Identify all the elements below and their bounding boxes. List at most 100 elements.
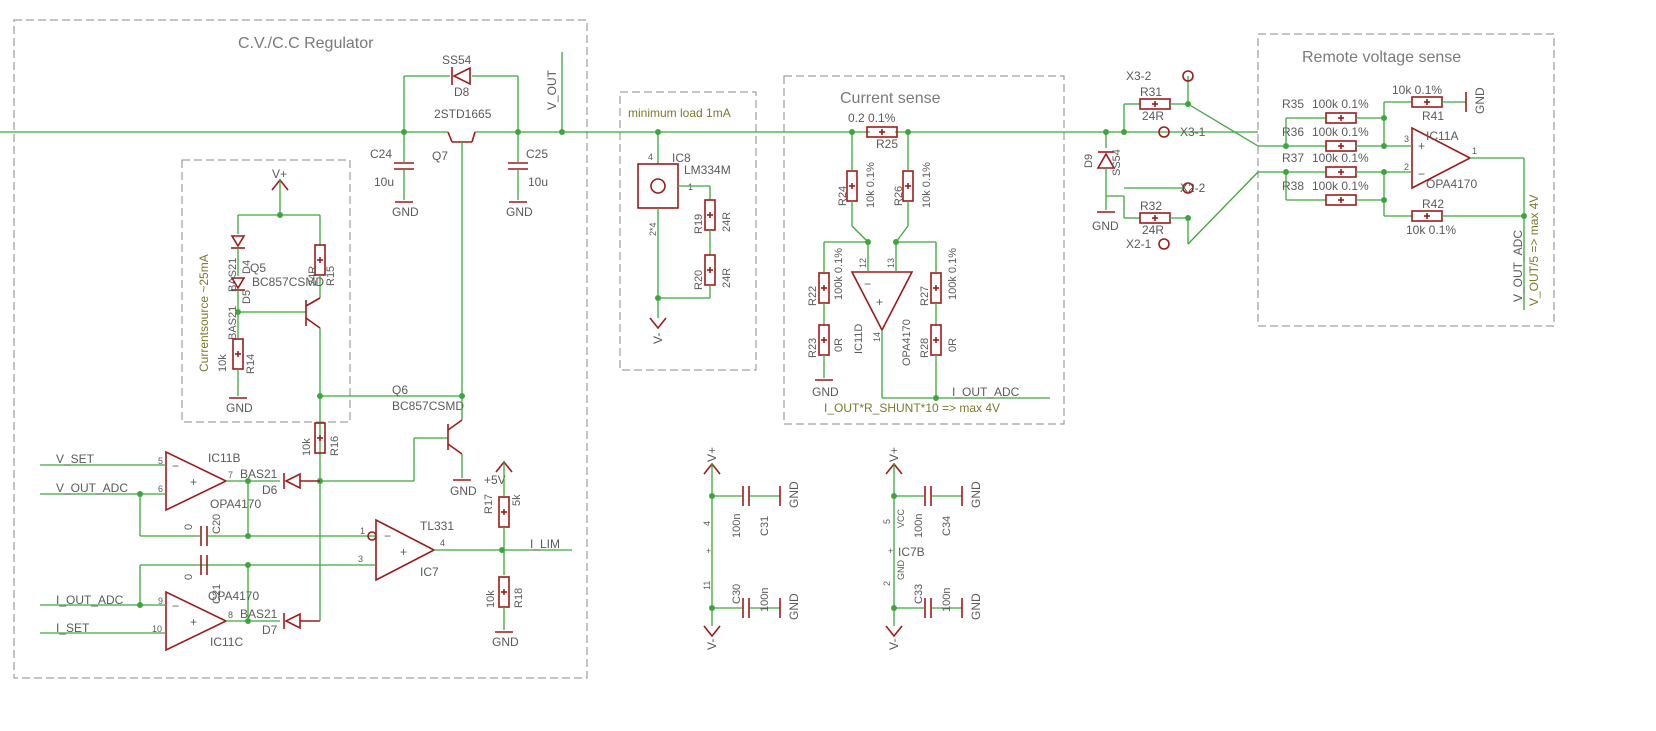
r14-value: 10k (217, 354, 229, 372)
ic8-pin1: 1 (688, 182, 693, 192)
c25-name: C25 (526, 147, 548, 161)
r25-value: 0.2 0.1% (848, 111, 896, 125)
c24-value: 10u (374, 175, 394, 189)
ic11c-pin10: 10 (152, 624, 162, 634)
r23-name: R23 (807, 338, 819, 358)
ic8-pin2: 2*4 (648, 222, 658, 236)
decoupling-left: V+ GND 100n C31 4 + 11 GND C30 100n V- (702, 447, 801, 650)
svg-text:+: + (1418, 139, 1425, 153)
r38-value: 100k 0.1% (1312, 179, 1369, 193)
c21-value: 0 (183, 574, 195, 580)
r35-value: 100k 0.1% (1312, 97, 1369, 111)
x3-2-label: X3-2 (1126, 69, 1152, 83)
q5-vplus: V+ (272, 167, 287, 181)
r22-name: R22 (807, 286, 819, 306)
v-set-label: V_SET (56, 452, 95, 466)
ic11c-pin8: 8 (228, 610, 233, 620)
ic8-pin4: 4 (648, 152, 653, 162)
r41-gnd: GND (1473, 87, 1487, 114)
c31-gnd: GND (787, 481, 801, 508)
regulator-title: C.V./C.C Regulator (238, 35, 374, 52)
v-out-note: V_OUT/5 => max 4V (1527, 195, 1541, 306)
r36-value: 100k 0.1% (1312, 125, 1369, 139)
remote-sense-block: R35 100k 0.1% R36 100k 0.1% R37 100k 0.1… (1258, 83, 1541, 310)
ic11b-opamp: − + IC11B OPA4170 V_SET V_OUT_ADC 5 6 7 (40, 450, 261, 537)
r37-name: R37 (1282, 151, 1304, 165)
ic7-pin3: 3 (358, 554, 363, 564)
r17-name: R17 (483, 494, 495, 514)
svg-text:+: + (400, 545, 407, 559)
r15-value: 24R (307, 266, 319, 286)
d9-name: D9 (1083, 154, 1095, 168)
ic7b-name: IC7B (898, 545, 925, 559)
r25-name: R25 (876, 137, 898, 151)
svg-text:−: − (864, 277, 871, 291)
q5-name: Q5 (250, 261, 266, 275)
ic7-pin1: 1 (360, 526, 365, 536)
ic11a-pin3: 3 (1404, 134, 1409, 144)
ic7-pin4: 4 (440, 538, 445, 548)
r16-name: R16 (329, 436, 341, 456)
ic11a-value: OPA4170 (1426, 177, 1477, 191)
d7-value: BAS21 (240, 607, 278, 621)
d4-value: BAS21 (227, 258, 239, 292)
c24-name: C24 (370, 147, 392, 161)
pwr-pin4: 4 (702, 521, 712, 526)
q7-value: 2STD1665 (434, 107, 492, 121)
x2-2-label: X2-2 (1180, 181, 1206, 195)
remote-sense-frame (1257, 33, 1555, 327)
pwr-gnd: GND (896, 560, 906, 581)
r38-name: R38 (1282, 179, 1304, 193)
pwr-pin2: 2 (882, 581, 892, 586)
r37-value: 100k 0.1% (1312, 151, 1369, 165)
i-lim-label: I_LIM (530, 537, 560, 551)
r32-name: R32 (1140, 199, 1162, 213)
pwr-pin5: 5 (882, 519, 892, 524)
c34-value: 100n (913, 514, 925, 538)
pwr-vcc: VCC (896, 508, 906, 528)
ic11a-pin1: 1 (1472, 146, 1477, 156)
ic8-value: LM334M (684, 163, 731, 177)
ic7-name: IC7 (420, 565, 439, 579)
load-block: IC8 LM334M 4 1 2*4 V- R19 24R R20 24R (637, 132, 733, 344)
c20-name: C20 (211, 514, 223, 534)
r27-value: 100k 0.1% (947, 248, 959, 300)
i-out-note: I_OUT*R_SHUNT*10 => max 4V (824, 401, 1000, 415)
ic11d-pin12: 12 (858, 258, 868, 268)
c31-vplus: V+ (705, 447, 719, 462)
pwr-pin11: 11 (702, 581, 712, 590)
d9-value: SS54 (1111, 149, 1123, 176)
currentsource-frame (181, 159, 351, 423)
svg-text:+: + (876, 295, 883, 309)
r41-name: R41 (1422, 109, 1444, 123)
q7-transistor: 2STD1665 Q7 (432, 107, 492, 396)
svg-text:−: − (1418, 167, 1425, 181)
r18-value: 10k (485, 590, 497, 608)
r14-gnd: GND (226, 401, 253, 415)
ic11a-name: IC11A (1426, 129, 1458, 143)
r14-name: R14 (245, 354, 257, 374)
c31-name: C31 (759, 516, 771, 536)
v-out-adc-label: V_OUT_ADC (56, 481, 128, 495)
r17-plus5v: +5V (484, 473, 506, 487)
r19-value: 24R (721, 212, 733, 232)
ic8-vminus: V- (651, 333, 665, 344)
r18-gnd: GND (492, 635, 519, 649)
r31-value: 24R (1142, 109, 1164, 123)
c34-vplus: V+ (887, 447, 901, 462)
r20-name: R20 (693, 270, 705, 290)
d4-name: D4 (241, 260, 253, 274)
c30-name: C30 (731, 584, 743, 604)
currentsource-block: V+ D4 BAS21 D5 BAS21 GND 10k R14 Current… (197, 167, 337, 415)
r27-name: R27 (919, 286, 931, 306)
regulator-frame (13, 19, 588, 679)
ic11b-pin7: 7 (228, 470, 233, 480)
ic11d-value: OPA4170 (901, 319, 913, 366)
c34-gnd: GND (969, 481, 983, 508)
d6-diode: BAS21 D6 (240, 467, 320, 497)
load-frame (619, 91, 757, 371)
ic7-comparator: TL331 IC7 − + 1 3 4 I_LIM (140, 518, 572, 582)
ic11b-name: IC11B (208, 451, 240, 465)
c25-capacitor: C25 10u GND (506, 132, 548, 219)
